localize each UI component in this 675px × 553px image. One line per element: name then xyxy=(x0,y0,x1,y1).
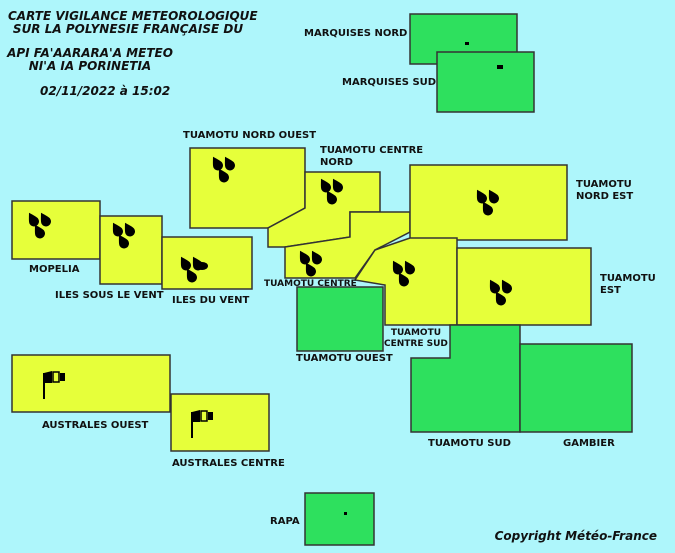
label-line: NORD xyxy=(320,157,353,168)
island-mark xyxy=(465,42,469,45)
label-iles-du-vent: ILES DU VENT xyxy=(172,295,250,306)
region-mopelia[interactable] xyxy=(11,200,101,260)
label-tuamotu-est: TUAMOTU EST xyxy=(600,273,656,297)
label-tuamotu-centre-sud: TUAMOTU CENTRE SUD xyxy=(384,328,448,350)
label-australes-centre: AUSTRALES CENTRE xyxy=(172,458,285,469)
island-mark xyxy=(344,512,347,515)
label-gambier: GAMBIER xyxy=(563,438,615,449)
region-gambier[interactable] xyxy=(519,343,633,433)
region-australes-centre[interactable] xyxy=(170,393,270,452)
region-tuamotu-est[interactable] xyxy=(456,247,592,326)
label-line: TUAMOTU xyxy=(600,273,656,284)
region-rapa[interactable] xyxy=(304,492,375,546)
region-iles-du-vent[interactable] xyxy=(161,236,253,290)
label-marquises-sud: MARQUISES SUD xyxy=(342,77,437,88)
label-marquises-nord: MARQUISES NORD xyxy=(304,28,408,39)
label-australes-ouest: AUSTRALES OUEST xyxy=(42,420,149,431)
title-line-2: SUR LA POLYNESIE FRANÇAISE DU xyxy=(12,22,244,36)
island-mark xyxy=(196,262,208,270)
label-line: TUAMOTU CENTRE xyxy=(320,145,424,156)
label-line: CENTRE SUD xyxy=(384,339,448,349)
label-tuamotu-ouest: TUAMOTU OUEST xyxy=(296,353,393,364)
map-title: CARTE VIGILANCE METEOROLOGIQUE SUR LA PO… xyxy=(8,9,258,36)
subtitle-line-2: NI'A IA PORINETIA xyxy=(28,59,152,73)
label-tuamotu-nord-est: TUAMOTU NORD EST xyxy=(576,179,633,203)
region-marquises-sud[interactable] xyxy=(436,51,535,113)
label-line: TUAMOTU xyxy=(390,328,442,338)
map-subtitle: API FA'AARARA'A METEO NI'A IA PORINETIA xyxy=(0,47,180,73)
region-tuamotu-nord-est[interactable] xyxy=(409,164,568,241)
region-tuamotu-nord-ouest[interactable] xyxy=(189,147,306,229)
region-australes-ouest[interactable] xyxy=(11,354,171,413)
label-rapa: RAPA xyxy=(270,516,300,527)
title-line-1: CARTE VIGILANCE METEOROLOGIQUE xyxy=(8,9,258,23)
subtitle-line-1: API FA'AARARA'A METEO xyxy=(7,46,173,60)
label-line: EST xyxy=(600,285,621,296)
label-tuamotu-centre: TUAMOTU CENTRE xyxy=(264,279,357,289)
label-tuamotu-centre-nord: TUAMOTU CENTRE NORD xyxy=(320,145,423,169)
label-tuamotu-nord-ouest: TUAMOTU NORD OUEST xyxy=(183,130,317,141)
region-tuamotu-sud[interactable] xyxy=(410,324,521,433)
copyright: Copyright Météo-France xyxy=(494,529,657,543)
map-datetime: 02/11/2022 à 15:02 xyxy=(40,84,171,98)
label-tuamotu-sud: TUAMOTU SUD xyxy=(428,438,511,449)
label-line: NORD EST xyxy=(576,191,634,202)
label-iles-sous-le-vent: ILES SOUS LE VENT xyxy=(55,290,164,301)
region-tuamotu-ouest[interactable] xyxy=(296,286,384,352)
label-mopelia: MOPELIA xyxy=(29,264,80,275)
island-mark xyxy=(497,65,503,69)
label-line: TUAMOTU xyxy=(576,179,632,190)
